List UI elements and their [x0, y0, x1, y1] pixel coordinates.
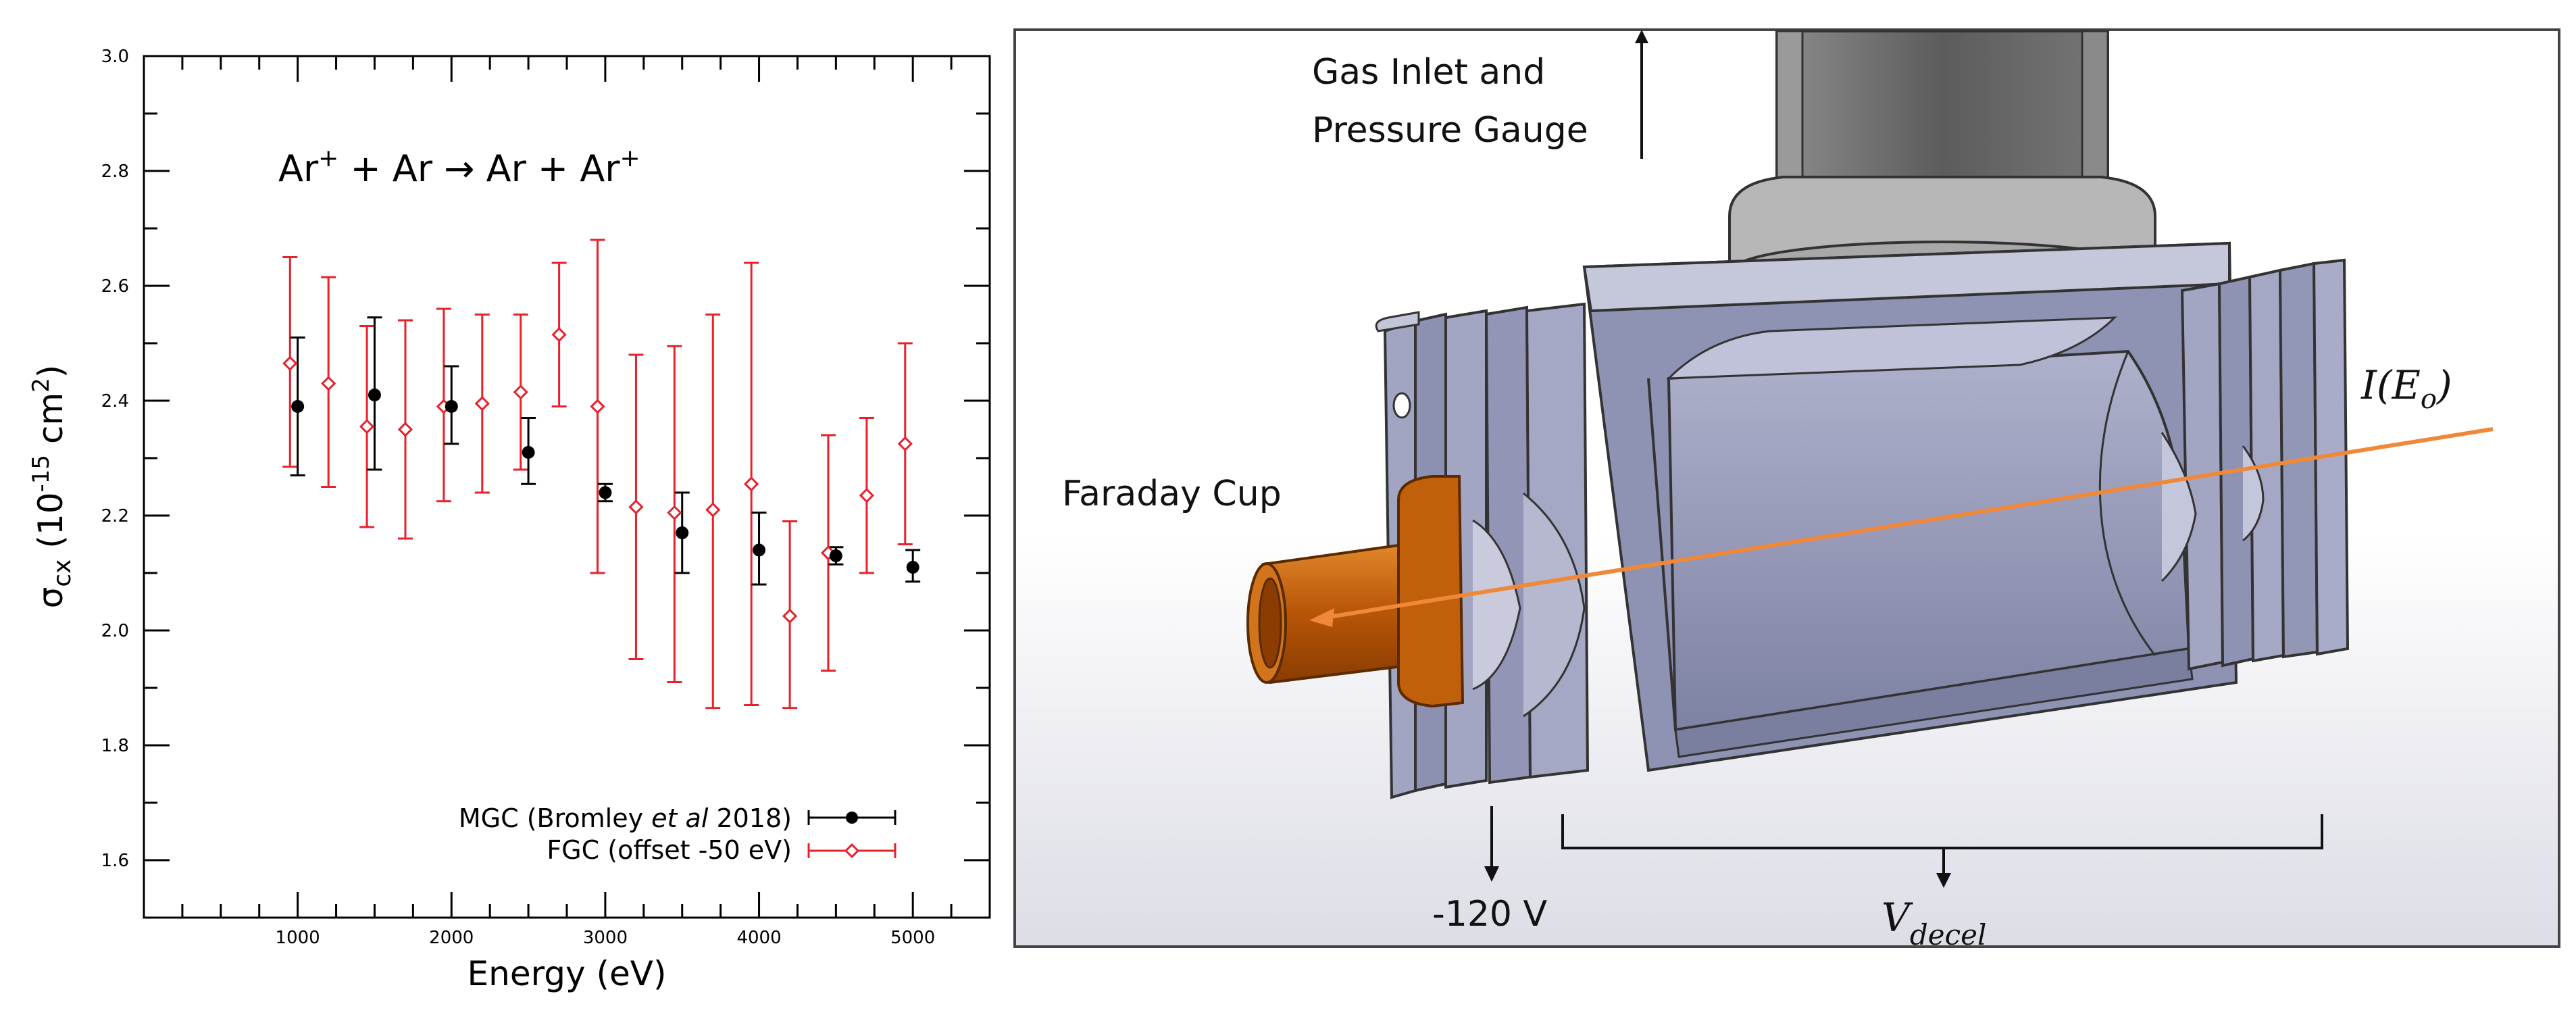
y-tick-label: 1.6: [101, 851, 129, 871]
data-point-fgc: [590, 399, 605, 414]
data-point-fgc: [359, 419, 375, 434]
exit-plates: [2161, 258, 2350, 671]
cup-voltage-annotation: -120 V: [1432, 806, 1548, 935]
y-tick-label: 2.0: [101, 621, 129, 641]
data-point-mgc: [522, 446, 535, 459]
x-tick-label: 5000: [890, 928, 935, 948]
data-point-mgc: [829, 549, 842, 562]
y-axis-title: σcx (10-15 cm2): [28, 365, 76, 609]
data-point-fgc: [397, 422, 413, 437]
data-point-fgc: [551, 327, 567, 343]
data-point-fgc: [628, 499, 644, 515]
data-point-fgc: [282, 355, 298, 371]
faraday-cup-label: Faraday Cup: [1062, 474, 1282, 514]
gas-inlet-label-line2: Pressure Gauge: [1312, 110, 1588, 151]
data-point-fgc: [321, 376, 336, 391]
x-tick-label: 4000: [736, 928, 781, 948]
data-point-mgc: [368, 389, 381, 401]
beam-current-label: I(Eo): [2360, 362, 2452, 415]
y-tick-label: 2.4: [101, 391, 129, 412]
data-point-mgc: [599, 486, 612, 499]
data-point-fgc: [513, 384, 528, 400]
legend: MGC (Bromley et al 2018) FGC (offset -50…: [459, 803, 896, 865]
data-point-fgc: [744, 476, 759, 492]
y-tick-label: 2.2: [101, 506, 129, 526]
legend-label-mgc: MGC (Bromley et al 2018): [459, 803, 792, 833]
decel-voltage-label: Vdecel: [1882, 895, 1986, 951]
x-axis-title: Energy (eV): [468, 954, 667, 993]
gas-inlet-tube: [1728, 30, 2156, 300]
legend-label-fgc: FGC (offset -50 eV): [547, 835, 792, 865]
x-tick-label: 1000: [276, 928, 320, 948]
gas-inlet-annotation: Gas Inlet and Pressure Gauge: [1312, 30, 1648, 159]
data-point-mgc: [291, 400, 305, 413]
chamber-body: [1582, 241, 2238, 772]
x-tick-label: 2000: [429, 928, 474, 948]
y-tick-label: 1.8: [101, 736, 129, 756]
axis-ticks: 1000 2000 3000 4000 5000 1.6 1.8 2.0 2.2 2.4 2.6 2.…: [101, 47, 990, 948]
data-point-fgc: [705, 502, 721, 518]
reaction-equation: Ar+ + Ar → Ar + Ar+: [278, 145, 640, 190]
y-tick-label: 2.6: [101, 276, 129, 297]
data-point-mgc: [906, 561, 919, 574]
gas-inlet-label-line1: Gas Inlet and: [1312, 52, 1545, 93]
data-point-fgc: [897, 436, 913, 451]
y-tick-label: 3.0: [101, 47, 129, 67]
data-point-fgc: [782, 608, 798, 624]
legend-marker-fgc: [807, 843, 896, 859]
cross-section-chart: 1000 2000 3000 4000 5000 1.6 1.8 2.0 2.2 2.4 2.6 2.…: [28, 47, 991, 993]
decel-voltage-bracket: Vdecel: [1561, 814, 2323, 951]
x-tick-label: 3000: [583, 928, 628, 948]
data-point-fgc: [667, 505, 682, 520]
y-tick-label: 2.8: [101, 161, 129, 182]
data-point-mgc: [753, 543, 766, 557]
data-point-mgc: [676, 526, 689, 539]
faraday-cup: [1246, 475, 1465, 708]
data-point-fgc: [474, 396, 490, 412]
data-markers: [282, 327, 919, 624]
ion-beam: [1309, 427, 2494, 627]
data-point-fgc: [859, 488, 875, 503]
cup-voltage-label: -120 V: [1432, 894, 1548, 935]
legend-marker-mgc: [807, 810, 896, 825]
data-point-mgc: [445, 400, 458, 413]
